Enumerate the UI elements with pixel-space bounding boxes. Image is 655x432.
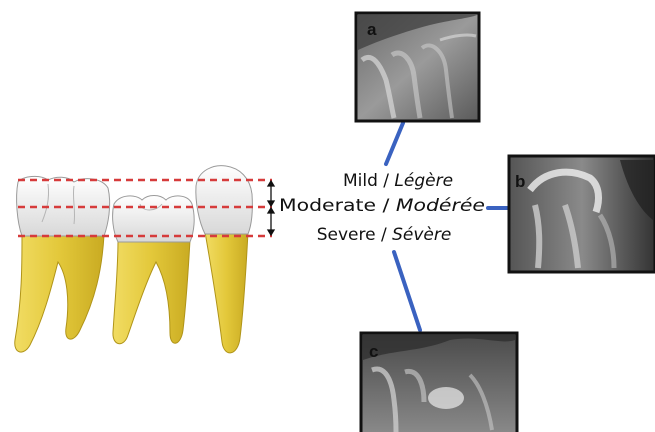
severity-labels: Mild / Légère Moderate / Modérée Severe … bbox=[279, 171, 485, 245]
panel-letter-b: b bbox=[515, 172, 525, 191]
molar-roots bbox=[15, 235, 104, 352]
single-root-tooth bbox=[196, 166, 253, 353]
premolar-tooth bbox=[113, 196, 195, 344]
molar-tooth bbox=[15, 176, 110, 352]
xray-panel-c: c bbox=[361, 333, 517, 432]
connector-a bbox=[386, 123, 403, 164]
panel-letter-c: c bbox=[369, 342, 378, 361]
severity-label-mild: Mild / Légère bbox=[343, 171, 453, 191]
double-headed-arrow-icon bbox=[268, 181, 274, 235]
premolar-roots bbox=[113, 240, 190, 344]
severity-label-moderate: Moderate / Modérée bbox=[279, 196, 485, 216]
severity-label-severe: Severe / Sévère bbox=[317, 225, 452, 245]
xray-panel-b: b bbox=[509, 156, 655, 272]
xray-panel-a: a bbox=[356, 13, 479, 121]
panel-letter-a: a bbox=[367, 20, 377, 39]
teeth-illustration bbox=[15, 166, 253, 353]
single-root bbox=[205, 232, 248, 353]
connector-c bbox=[394, 252, 420, 330]
single-crown bbox=[196, 166, 253, 234]
